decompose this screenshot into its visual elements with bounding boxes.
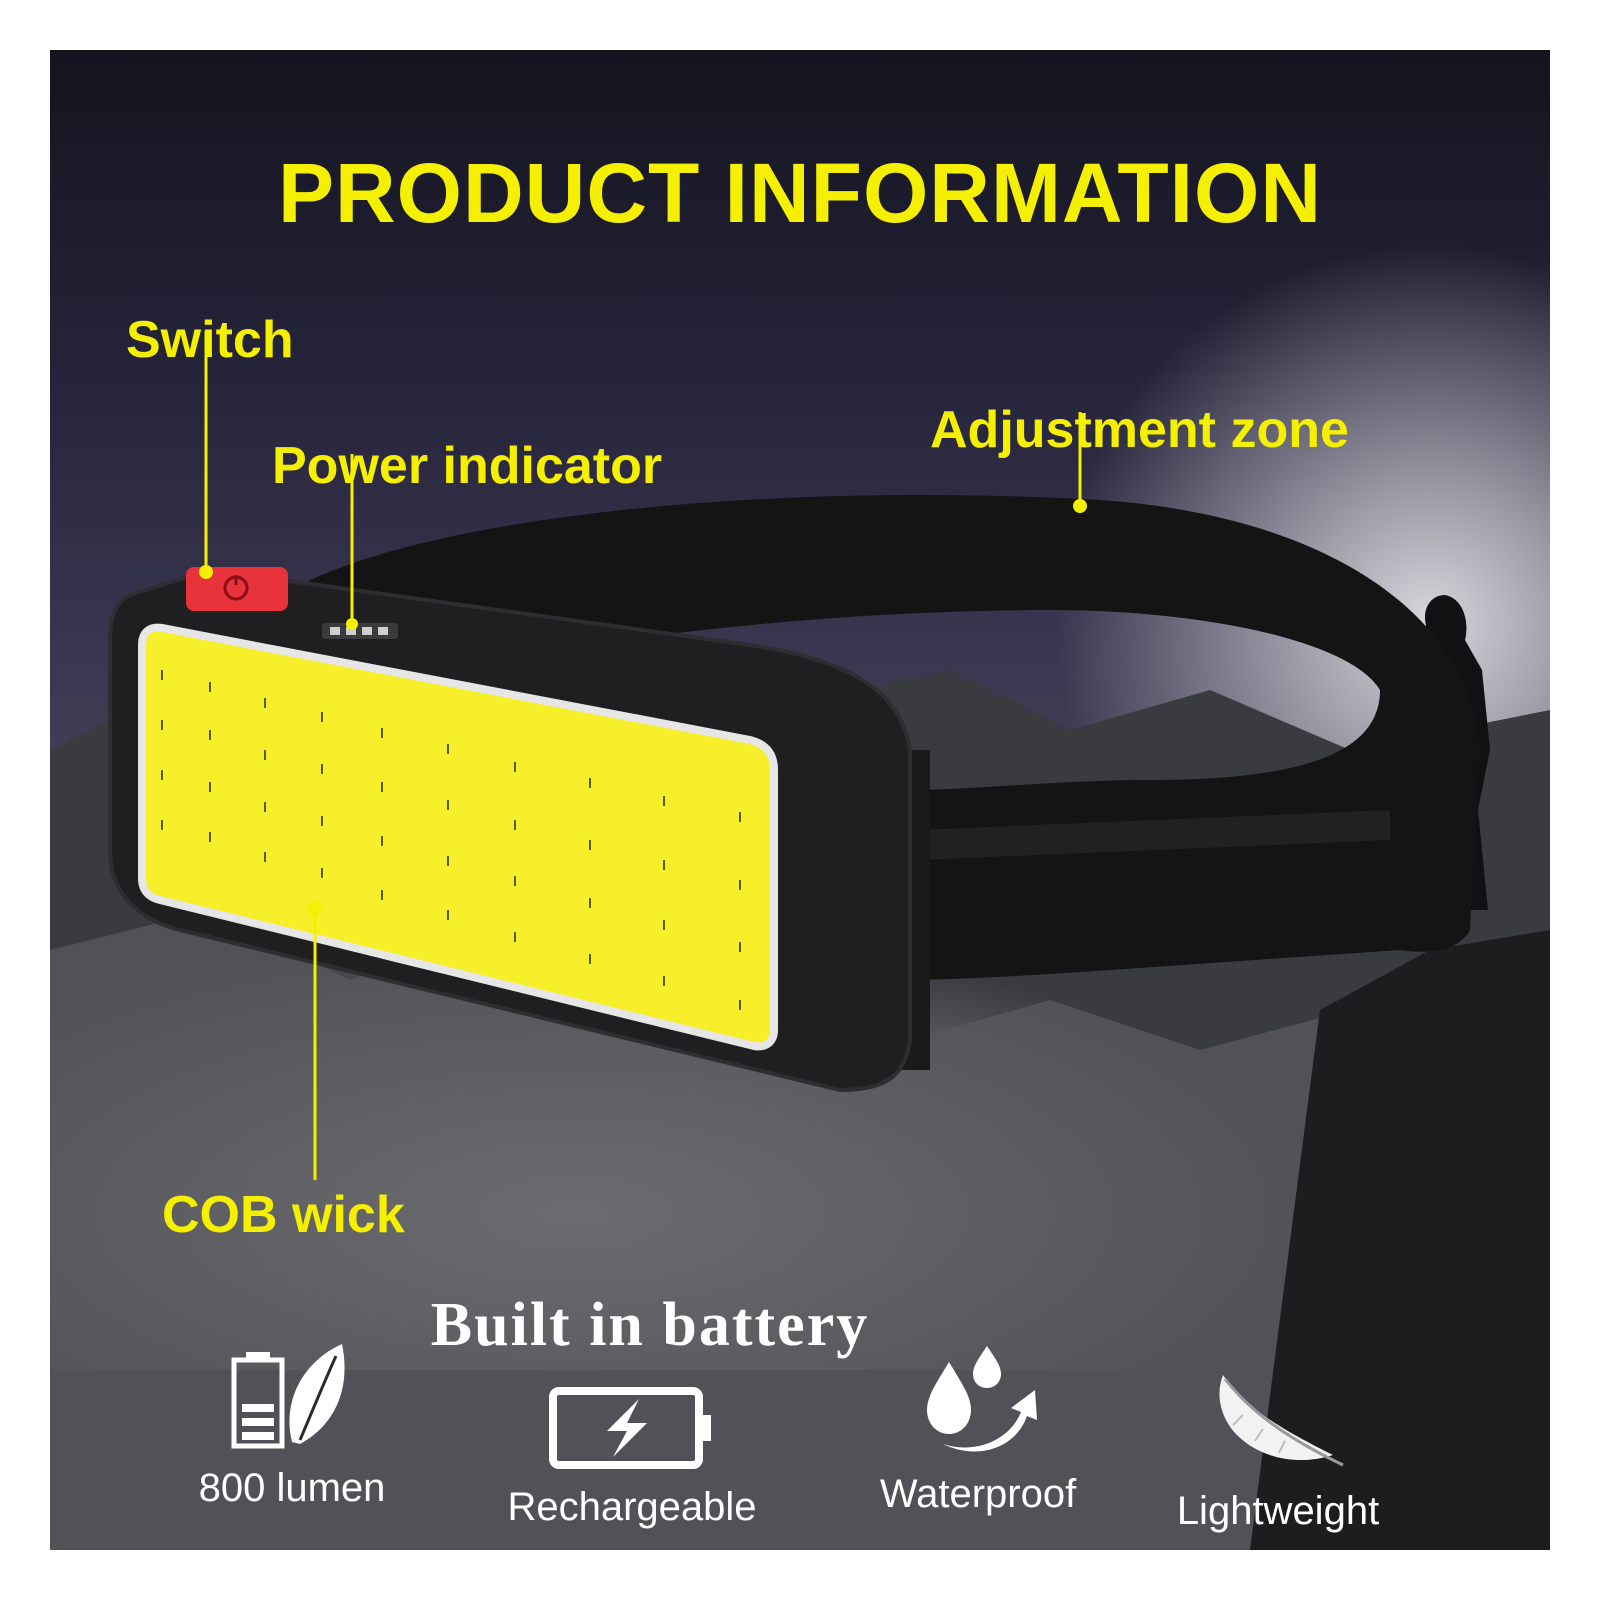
headlamp-illustration (108, 332, 1480, 1180)
page-title: PRODUCT INFORMATION (277, 146, 1323, 240)
feather-icon (1219, 1375, 1344, 1467)
product-info-panel: PRODUCT INFORMATION Switch Power indicat… (50, 50, 1550, 1550)
callout-adjustment-zone: Adjustment zone (930, 401, 1349, 459)
feature-rechargeable: Rechargeable (482, 1385, 782, 1530)
callout-switch: Switch (126, 311, 294, 369)
rechargeable-label: Rechargeable (507, 1485, 757, 1529)
feature-lightweight: Lightweight (1128, 1365, 1428, 1534)
water-drops-icon (927, 1346, 1037, 1452)
cob-led-dots (161, 670, 741, 1010)
lumen-value: 800 (198, 1466, 266, 1510)
waterproof-label: Waterproof (879, 1472, 1077, 1516)
callout-leader-lines (204, 332, 1082, 1180)
callout-power-indicator: Power indicator (272, 437, 663, 495)
callout-cob-wick: COB wick (162, 1186, 405, 1244)
lightweight-label: Lightweight (1176, 1489, 1380, 1533)
feature-waterproof: Waterproof (828, 1342, 1128, 1517)
power-switch-button (186, 567, 288, 611)
feature-lumen: 800 lumen (142, 1342, 442, 1511)
headband-strap (260, 494, 1480, 980)
lumen-label: lumen (276, 1466, 386, 1510)
power-indicator-leds (322, 623, 398, 639)
callout-dots (199, 499, 1087, 915)
charging-battery-icon (549, 1387, 711, 1469)
cob-led-panel (138, 623, 778, 1051)
built-in-battery-heading: Built in battery (430, 1291, 870, 1359)
battery-leaf-icon (231, 1344, 345, 1449)
